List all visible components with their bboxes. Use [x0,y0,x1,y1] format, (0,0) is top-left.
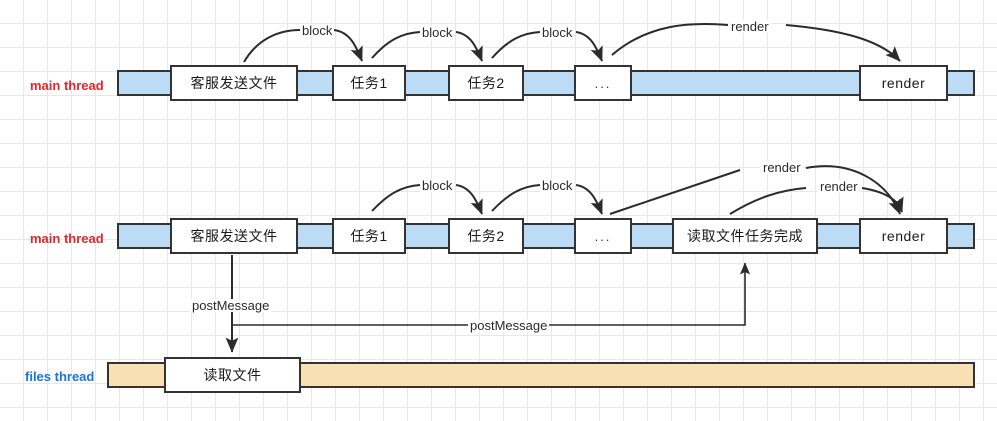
timeline-bar-segment [295,70,335,96]
edge-label-render: block [540,178,575,193]
thread-label-main-2: main thread [30,231,104,246]
timeline-bar-segment [628,223,676,249]
edge-label-block: block [420,25,455,40]
task-box[interactable]: 任务2 [448,65,524,101]
task-box[interactable]: 客服发送文件 [170,65,298,101]
timeline-bar-segment [944,70,975,96]
task-box[interactable]: ... [574,218,632,254]
timeline-bar-segment [521,70,577,96]
timeline-bar-segment [299,362,975,388]
task-box[interactable]: 读取文件任务完成 [672,218,818,254]
timeline-bar-segment [403,223,451,249]
task-box[interactable]: 读取文件 [164,357,301,393]
task-box[interactable]: 客服发送文件 [170,218,298,254]
edge-label-block: block [420,178,455,193]
timeline-bar-segment [117,70,173,96]
timeline-bar-segment [403,70,451,96]
edge-label-post-message: postMessage [468,318,550,333]
task-box[interactable]: render [859,218,948,254]
edge-label-render: render [818,179,860,194]
task-box[interactable]: 任务1 [332,218,406,254]
timeline-bar-segment [944,223,975,249]
task-box[interactable]: 任务1 [332,65,406,101]
timeline-bar-segment [295,223,335,249]
thread-label-files: files thread [25,369,95,384]
edge-label-block: block [540,25,575,40]
thread-label-main-1: main thread [30,78,104,93]
timeline-bar-segment [814,223,862,249]
timeline-bar-segment [521,223,577,249]
timeline-bar-segment [117,223,173,249]
task-box[interactable]: 任务2 [448,218,524,254]
task-box[interactable]: ... [574,65,632,101]
timeline-bar-segment [628,70,862,96]
edge-label-render: render [761,160,803,175]
edge-label-render: render [729,19,771,34]
edge-label-block: block [300,23,335,38]
edge-label-post-message: postMessage [190,298,272,313]
timeline-bar-segment [107,362,167,388]
task-box[interactable]: render [859,65,948,101]
